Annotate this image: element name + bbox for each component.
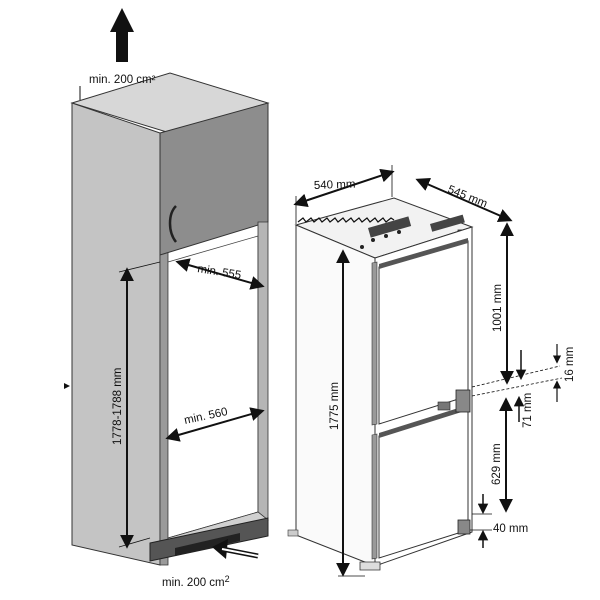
width-dimension — [293, 168, 395, 208]
niche-width-top-dimension — [175, 258, 265, 290]
gap-71-label: 71 mm — [522, 393, 534, 428]
height-label: 1775 mm — [329, 382, 341, 430]
cabinet-drawing — [64, 72, 270, 566]
width-label: 540 mm — [314, 179, 356, 192]
fridge-drawing — [287, 197, 474, 571]
niche-height-label: 1778-1788 mm — [112, 368, 124, 445]
vent-top-label: min. 200 cm² — [89, 74, 156, 86]
lower-door-label: 629 mm — [491, 443, 503, 485]
vent-bottom-arrow-icon — [212, 539, 259, 559]
bottom-40-label: 40 mm — [493, 523, 528, 535]
depth-label: 545 mm — [446, 184, 489, 211]
upper-door-label: 1001 mm — [492, 284, 504, 332]
gap-16-label: 16 mm — [564, 347, 576, 382]
depth-dimension — [415, 178, 513, 222]
vent-bottom-label: min. 200 cm2 — [162, 574, 230, 589]
vent-up-arrow-icon — [110, 8, 134, 62]
niche-width-bottom-dimension — [165, 407, 265, 442]
